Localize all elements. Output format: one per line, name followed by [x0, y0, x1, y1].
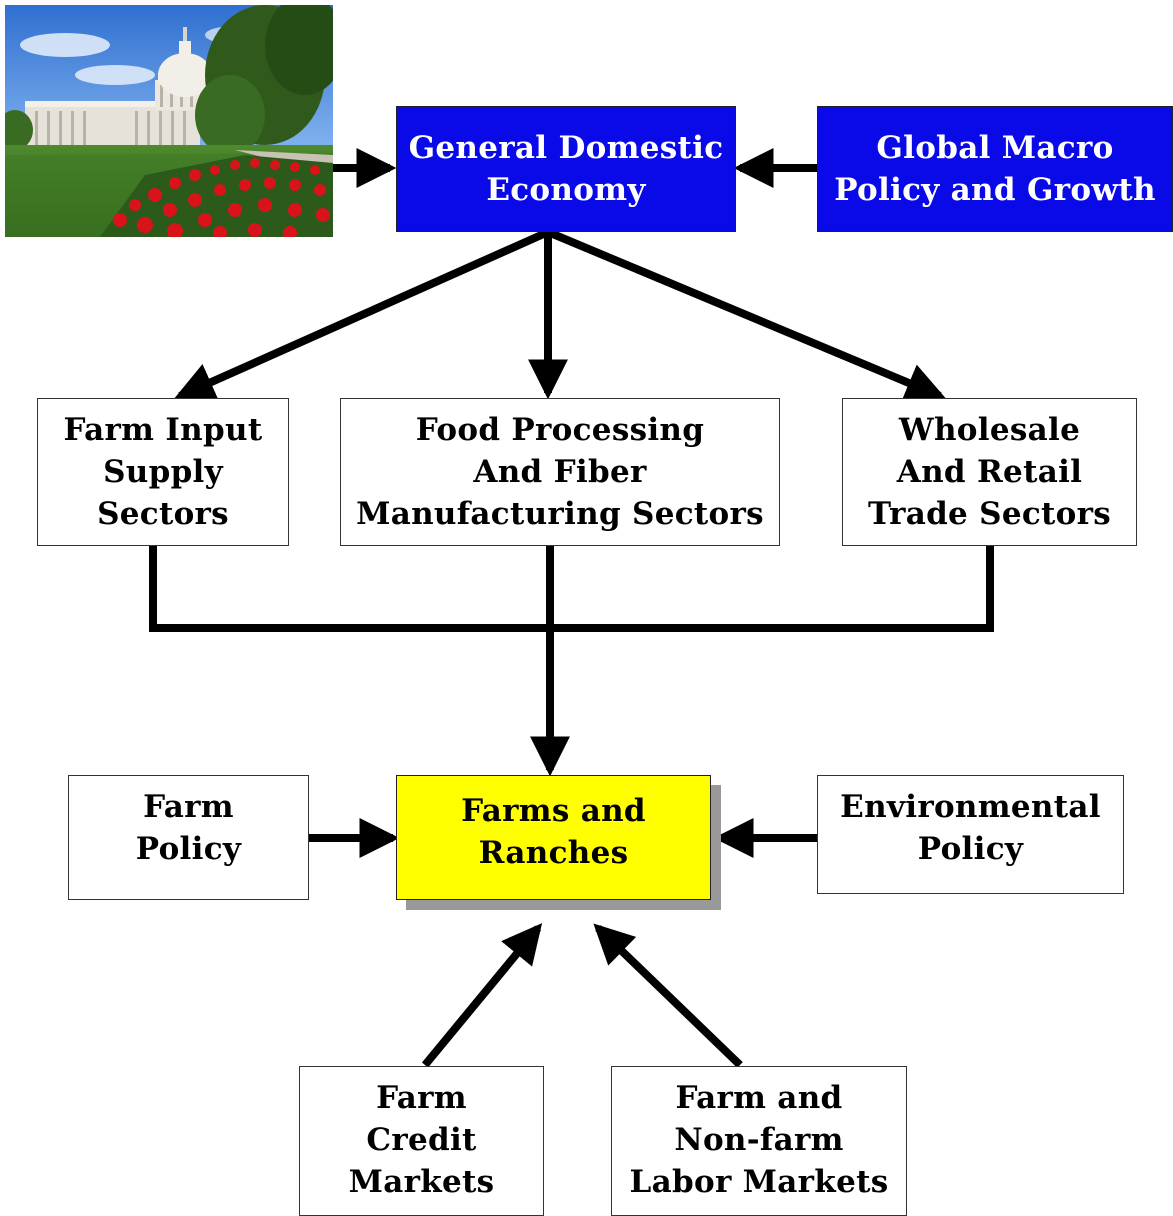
node-label: Farm and Non-farm Labor Markets	[629, 1080, 889, 1200]
node-label: General Domestic Economy	[408, 130, 724, 208]
node-wholesale-retail: Wholesale And Retail Trade Sectors	[842, 398, 1137, 546]
node-label: Global Macro Policy and Growth	[834, 130, 1156, 208]
node-farm-input-supply: Farm Input Supply Sectors	[37, 398, 289, 546]
node-food-processing: Food Processing And Fiber Manufacturing …	[340, 398, 780, 546]
node-label: Farm Input Supply Sectors	[63, 412, 263, 532]
node-label: Farm Credit Markets	[348, 1080, 495, 1200]
bracket-sectors-merge	[149, 545, 994, 632]
arrow-economy-to-farm-input	[174, 228, 550, 401]
node-label: Farm Policy	[135, 789, 242, 867]
node-label: Farms and Ranches	[461, 793, 646, 871]
node-farm-policy: Farm Policy	[68, 775, 309, 900]
node-label: Food Processing And Fiber Manufacturing …	[356, 412, 764, 532]
node-label: Environmental Policy	[840, 789, 1101, 867]
arrow-labor-to-farms	[593, 923, 743, 1068]
node-global-macro-policy: Global Macro Policy and Growth	[817, 106, 1173, 232]
node-farms-and-ranches: Farms and Ranches	[396, 775, 711, 900]
arrow-credit-to-farms	[421, 923, 543, 1068]
node-farm-credit-markets: Farm Credit Markets	[299, 1066, 544, 1216]
node-labor-markets: Farm and Non-farm Labor Markets	[611, 1066, 907, 1216]
capitol-photo	[5, 5, 333, 237]
arrow-economy-to-wholesale	[546, 228, 946, 402]
node-environmental-policy: Environmental Policy	[817, 775, 1124, 894]
node-general-domestic-economy: General Domestic Economy	[396, 106, 736, 232]
node-label: Wholesale And Retail Trade Sectors	[867, 412, 1112, 532]
